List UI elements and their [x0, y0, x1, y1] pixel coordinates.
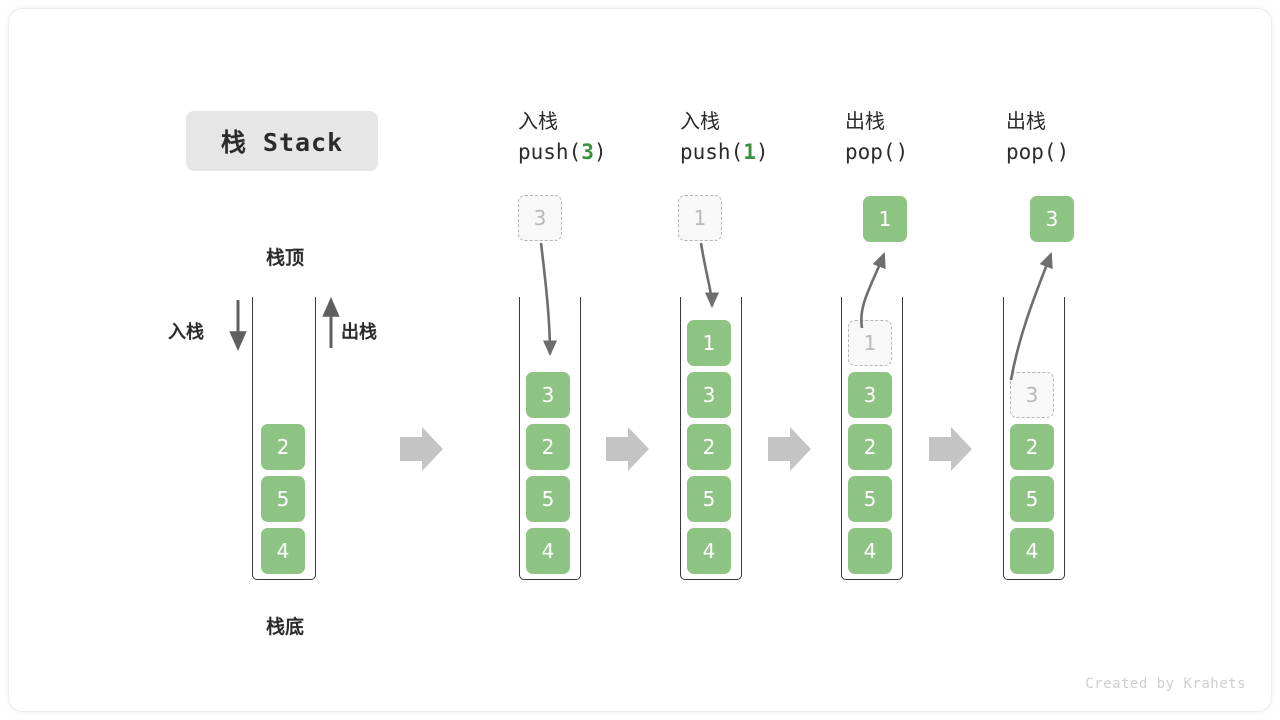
- stack-container-step2: [680, 297, 742, 580]
- stack-cell: 3: [526, 372, 570, 418]
- popped-value-box: 3: [1030, 196, 1074, 242]
- stack-cell: 2: [848, 424, 892, 470]
- stack-cell: 2: [687, 424, 731, 470]
- incoming-value-box: 3: [518, 195, 562, 241]
- step-title-cn: 出栈: [845, 111, 885, 133]
- removed-cell-ghost: 3: [1010, 372, 1054, 418]
- step-code: push(1): [680, 140, 769, 164]
- watermark: Created by Krahets: [1085, 676, 1246, 692]
- stack-container-main: [252, 297, 316, 580]
- pop-direction-label: 出栈: [341, 322, 377, 342]
- step-header-push3: 入栈 push(3): [518, 108, 688, 167]
- step-title-cn: 入栈: [518, 111, 558, 133]
- stack-cell: 5: [526, 476, 570, 522]
- title-badge: 栈 Stack: [186, 111, 378, 171]
- stack-cell: 5: [1010, 476, 1054, 522]
- step-code: pop(): [1006, 140, 1070, 164]
- stack-container-step1: [519, 297, 581, 580]
- step-header-push1: 入栈 push(1): [680, 108, 850, 167]
- stack-cell: 5: [261, 476, 305, 522]
- step-header-pop3: 出栈 pop(): [1006, 108, 1176, 167]
- stack-cell: 4: [1010, 528, 1054, 574]
- stack-top-label: 栈顶: [265, 248, 304, 269]
- stack-container-step3: [841, 297, 903, 580]
- step-title-cn: 出栈: [1006, 111, 1046, 133]
- stack-cell: 5: [687, 476, 731, 522]
- stack-cell: 5: [848, 476, 892, 522]
- removed-cell-ghost: 1: [848, 320, 892, 366]
- step-title-cn: 入栈: [680, 111, 720, 133]
- popped-value-box: 1: [863, 196, 907, 242]
- stack-cell: 2: [526, 424, 570, 470]
- stack-cell: 4: [687, 528, 731, 574]
- stack-container-step4: [1003, 297, 1065, 580]
- step-header-pop1: 出栈 pop(): [845, 108, 1015, 167]
- stack-cell: 4: [848, 528, 892, 574]
- stack-cell: 1: [687, 320, 731, 366]
- incoming-value-box: 1: [678, 195, 722, 241]
- stack-bottom-label: 栈底: [265, 617, 304, 638]
- stack-cell: 3: [687, 372, 731, 418]
- push-direction-label: 入栈: [168, 322, 204, 342]
- stack-cell: 4: [261, 528, 305, 574]
- step-code: push(3): [518, 140, 607, 164]
- stack-cell: 4: [526, 528, 570, 574]
- stack-cell: 2: [261, 424, 305, 470]
- stack-cell: 2: [1010, 424, 1054, 470]
- stack-cell: 3: [848, 372, 892, 418]
- step-code: pop(): [845, 140, 909, 164]
